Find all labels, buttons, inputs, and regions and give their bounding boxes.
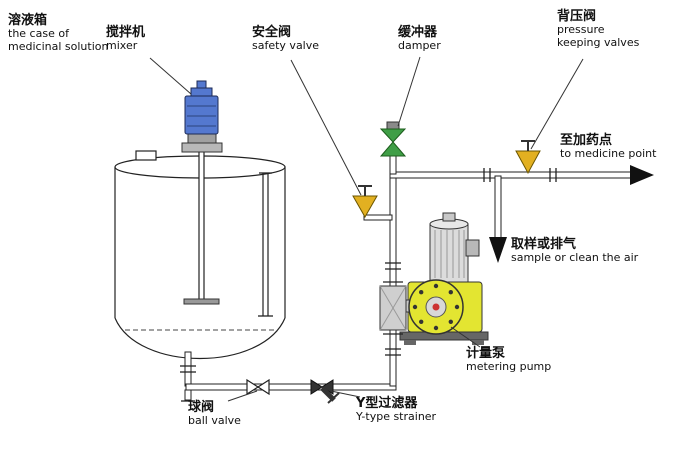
ball-valve-leader: [227, 390, 258, 402]
tank-dip-rod: [258, 172, 273, 317]
label-to-medicine-point: 至加药点 to medicine point: [560, 133, 656, 161]
tank-lid-nozzle: [135, 150, 157, 161]
label-safety-valve-zh: 安全阀: [252, 25, 292, 40]
label-damper: 缓冲器 damper: [398, 25, 441, 53]
pump-head-bolts: [412, 283, 460, 331]
flow-arrow-right: [630, 165, 654, 185]
mixer-leader: [149, 57, 192, 95]
pump-motor-fins: [434, 230, 465, 278]
safety-valve: [352, 185, 378, 219]
label-solution-tank-en2: medicinal solution: [8, 40, 109, 54]
metering-pump-leader: [450, 326, 481, 348]
label-damper-en: damper: [398, 39, 441, 53]
leader-lines: [149, 56, 584, 402]
pump-motor-fitting: [442, 212, 456, 222]
label-solution-tank: 溶液箱 the case of medicinal solution: [8, 13, 108, 54]
label-mixer-en: mixer: [106, 39, 138, 53]
damper-stub-pipe: [389, 153, 397, 175]
pump-head-center-dot: [432, 303, 440, 311]
label-solution-tank-zh: 溶液箱: [8, 13, 48, 28]
label-mixer-zh: 搅拌机: [106, 25, 146, 40]
label-ball-valve-zh: 球阀: [188, 400, 215, 415]
safety-valve-stub-pipe: [363, 214, 393, 221]
main-vertical-pipe: [389, 171, 397, 387]
pump-foot-left: [404, 340, 416, 345]
tank-bottom-dish: [114, 317, 286, 360]
label-y-strainer: Y型过滤器 Y-type strainer: [356, 396, 436, 424]
pipe-flange-ticks: [180, 168, 557, 373]
label-sample-zh: 取样或排气: [511, 237, 577, 252]
label-damper-zh: 缓冲器: [398, 25, 438, 40]
damper: [379, 121, 407, 157]
mixer-coupling: [187, 133, 217, 144]
ball-valve: [246, 378, 270, 396]
label-pressure-valve-en1: pressure: [557, 23, 605, 37]
label-y-strainer-en: Y-type strainer: [356, 410, 437, 424]
damper-cap: [386, 121, 400, 130]
label-pressure-valve-en2: keeping valves: [557, 36, 640, 50]
mixer-motor-nub: [196, 80, 207, 89]
label-pressure-valve: 背压阀 pressure keeping valves: [557, 9, 639, 50]
pump-foot-right: [472, 340, 484, 345]
label-metering-pump-en: metering pump: [466, 360, 552, 374]
pump-terminal-box: [465, 239, 480, 257]
mixer-motor-fins: [187, 105, 216, 127]
mixer-motor: [184, 95, 219, 135]
label-safety-valve-en: safety valve: [252, 39, 320, 53]
label-metering-pump: 计量泵 metering pump: [466, 346, 551, 374]
label-ball-valve-en: ball valve: [188, 414, 241, 428]
label-to-medicine-point-en: to medicine point: [560, 147, 657, 161]
pump-motor: [429, 223, 469, 283]
label-ball-valve: 球阀 ball valve: [188, 400, 241, 428]
piping: [180, 153, 654, 402]
label-sample: 取样或排气 sample or clean the air: [511, 237, 638, 265]
suction-pipe-horizontal: [185, 383, 397, 391]
mixer-assembly: [181, 80, 223, 305]
safety-valve-leader: [290, 59, 362, 196]
sample-stub-pipe: [494, 175, 502, 239]
mixer-mount-flange: [181, 142, 223, 153]
label-solution-tank-en1: the case of: [8, 27, 69, 41]
label-mixer: 搅拌机 mixer: [106, 25, 145, 53]
manifold-brace-2: [379, 285, 407, 331]
mixer-motor-cap: [190, 87, 213, 97]
label-y-strainer-zh: Y型过滤器: [356, 396, 418, 411]
flow-arrow-down: [489, 237, 507, 263]
y-type-strainer: [310, 379, 340, 404]
y-strainer-leader: [330, 390, 361, 398]
label-pressure-valve-zh: 背压阀: [557, 9, 597, 24]
label-metering-pump-zh: 计量泵: [466, 346, 506, 361]
pressure-valve-leader: [530, 58, 584, 150]
tank-outlet-pipe: [184, 351, 192, 387]
mixer-impeller: [183, 298, 220, 305]
discharge-pipe-horizontal: [389, 171, 633, 179]
drain-stub: [184, 389, 192, 401]
metering-pump: [379, 212, 489, 345]
mixer-shaft: [198, 147, 205, 304]
pressure-keeping-valve: [515, 140, 541, 175]
label-sample-en: sample or clean the air: [511, 251, 639, 265]
label-safety-valve: 安全阀 safety valve: [252, 25, 319, 53]
label-to-medicine-point-zh: 至加药点: [560, 133, 613, 148]
damper-leader: [397, 56, 421, 127]
